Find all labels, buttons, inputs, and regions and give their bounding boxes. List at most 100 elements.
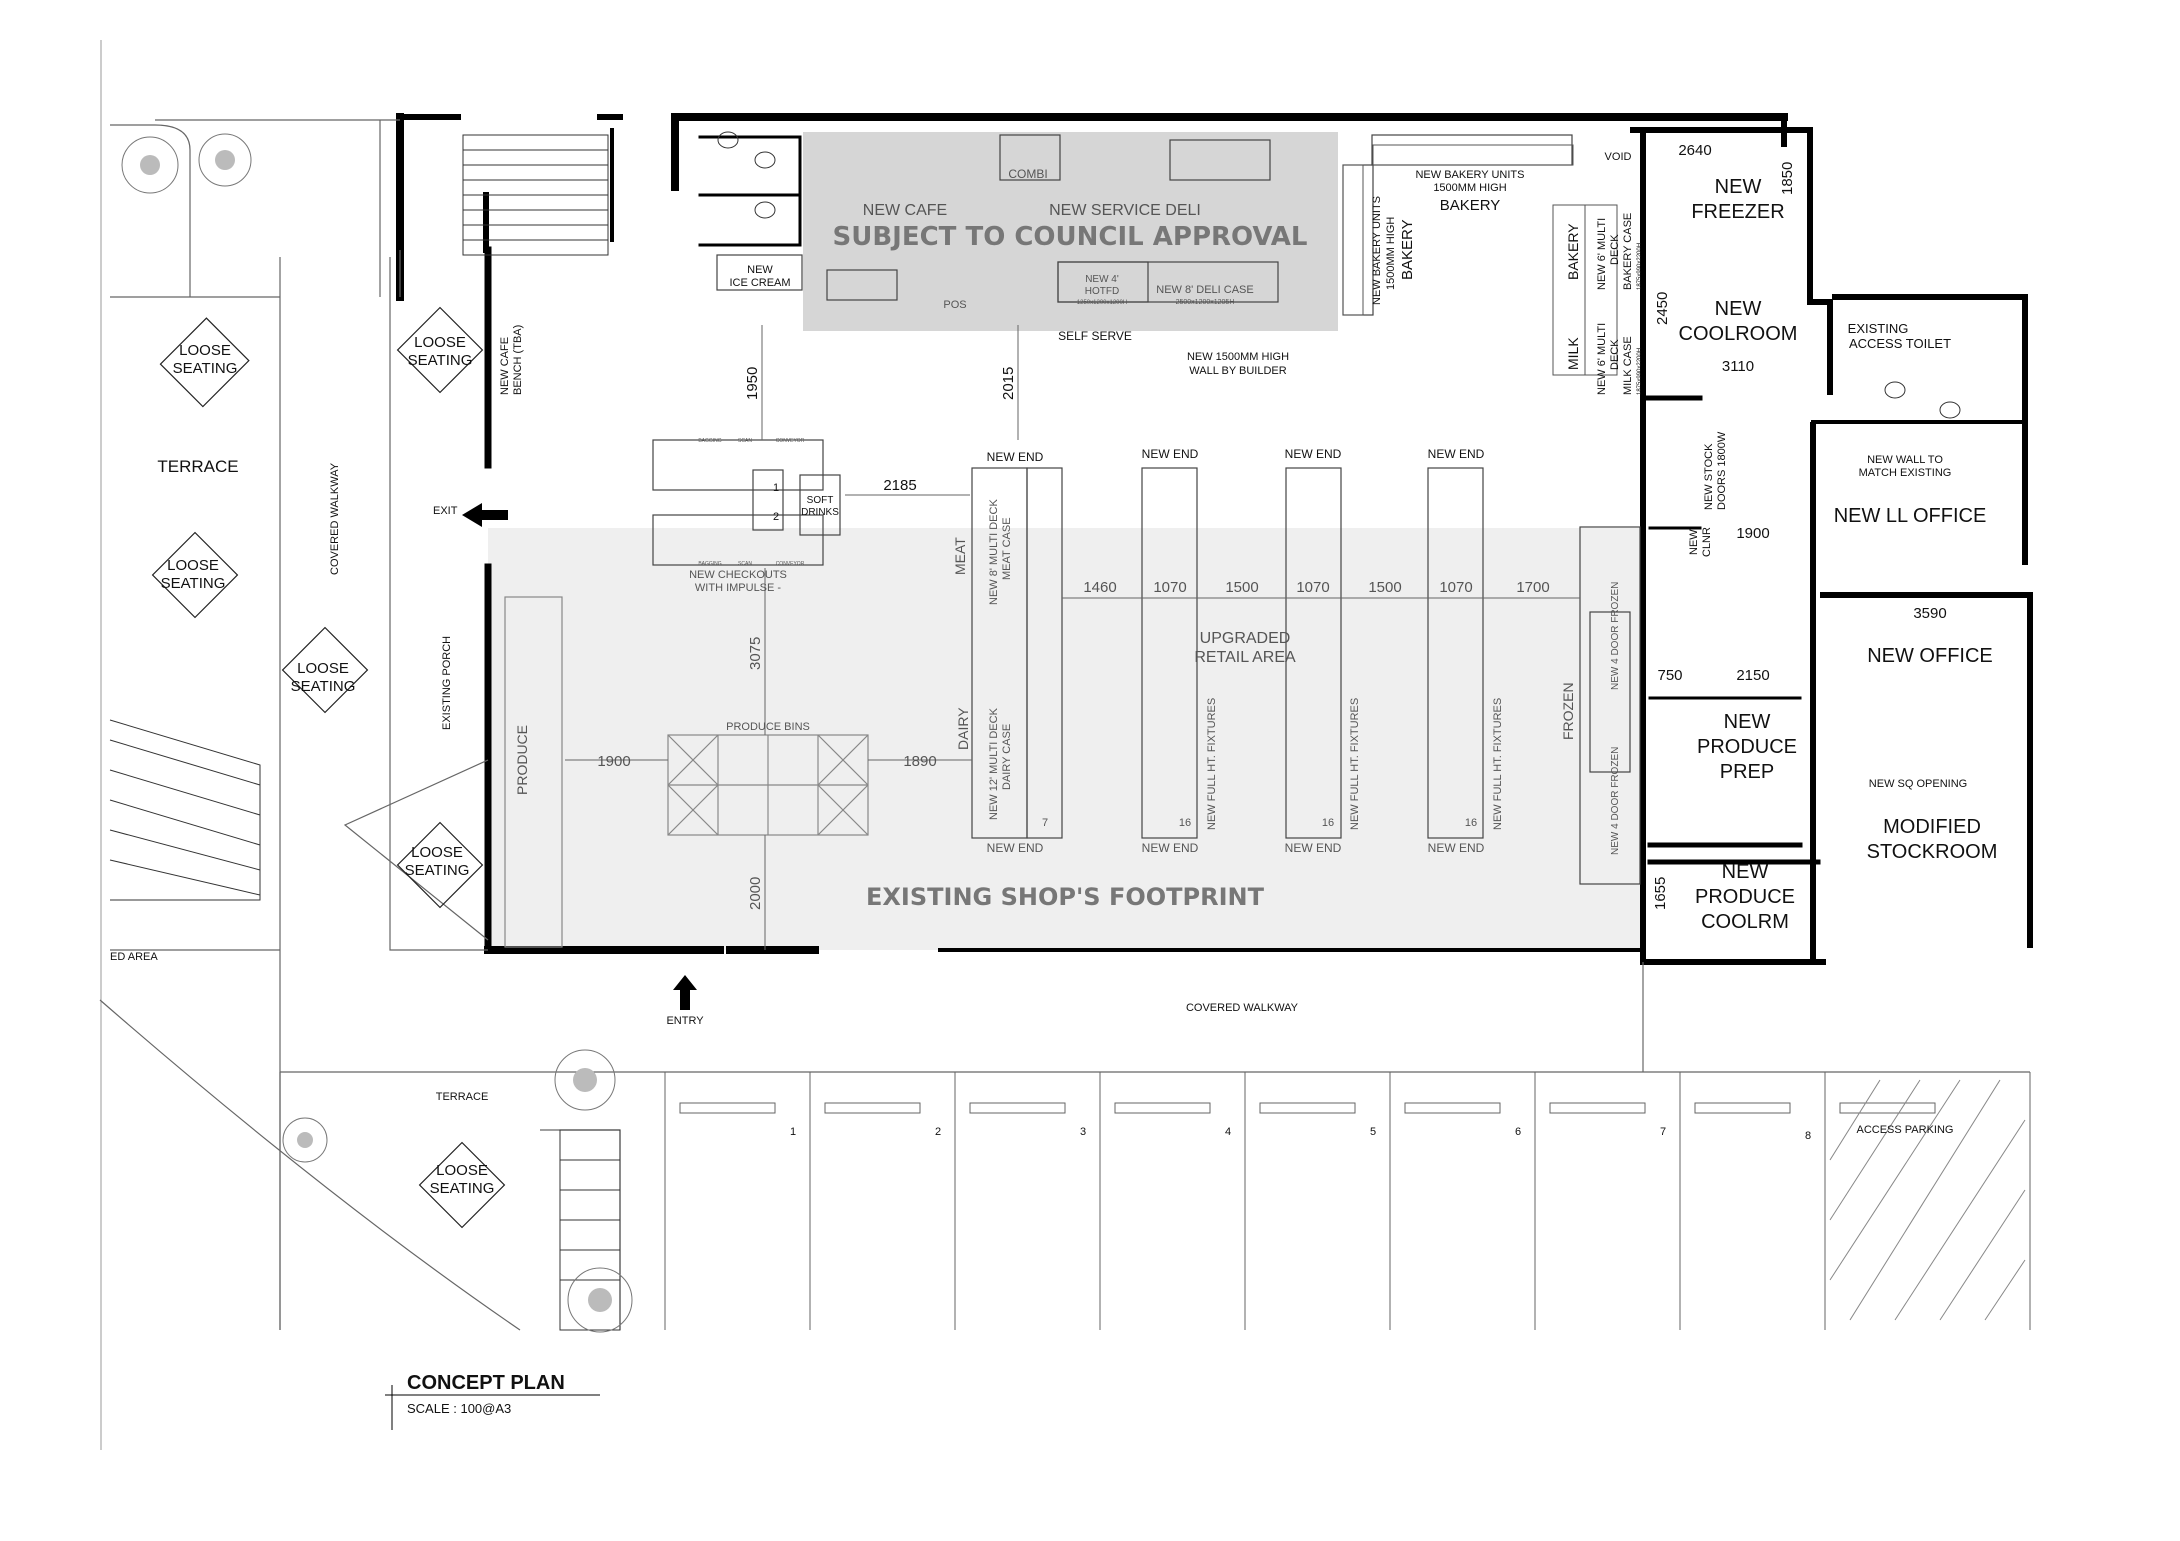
stock-doors-2: DOORS 1800W <box>1716 431 1728 510</box>
dim-1950: 1950 <box>744 367 761 400</box>
void-label: VOID <box>1605 151 1632 163</box>
upgraded-label-1: UPGRADED <box>1200 630 1291 647</box>
dim-1700: 1700 <box>1516 579 1549 596</box>
drawing-title: CONCEPT PLAN <box>407 1372 565 1394</box>
bay-6: 6 <box>1515 1126 1521 1138</box>
loose-2b: SEATING <box>161 575 226 592</box>
stairs <box>109 134 621 1331</box>
produce-bins <box>504 596 869 948</box>
prep-3: PREP <box>1720 761 1774 783</box>
frozen-door-2: NEW 4 DOOR FROZEN <box>1610 747 1621 855</box>
end-top-2: NEW END <box>1142 447 1199 461</box>
access-parking: ACCESS PARKING <box>1857 1124 1954 1136</box>
loose-6b: SEATING <box>430 1180 495 1197</box>
existing-porch: EXISTING PORCH <box>441 636 453 730</box>
loose-1b: SEATING <box>173 360 238 377</box>
dairy-case-1: NEW 12' MULTI DECK <box>988 707 1000 820</box>
bay-7: 7 <box>1660 1126 1666 1138</box>
new-office-label: NEW OFFICE <box>1867 645 1993 667</box>
bay-3: 3 <box>1080 1126 1086 1138</box>
new-wall-2: MATCH EXISTING <box>1859 467 1952 479</box>
toilet-2: ACCESS TOILET <box>1849 336 1951 351</box>
trees <box>121 133 633 1333</box>
loose-6a: LOOSE <box>436 1162 488 1179</box>
toilet-1: EXISTING <box>1848 321 1909 336</box>
area-fragment: ED AREA <box>110 951 158 963</box>
hotfd-3: 1250x1200x1200H <box>1077 300 1127 306</box>
exit-arrow-icon <box>462 503 508 527</box>
dim-1500b: 1500 <box>1368 579 1401 596</box>
dim-1850: 1850 <box>1779 162 1796 195</box>
produce-cool-3: COOLRM <box>1701 911 1789 933</box>
scan-2: SCAN <box>738 561 752 567</box>
dim-1070b: 1070 <box>1296 579 1329 596</box>
cafe-bench-1: NEW CAFE <box>499 337 511 395</box>
bakery-side-2: 1500MM HIGH <box>1385 217 1397 290</box>
combi-label: COMBI <box>1008 167 1047 181</box>
cafe-bench-2: BENCH (TBA) <box>512 325 524 395</box>
ice-cream-1: NEW <box>747 264 773 276</box>
coolroom-1: NEW <box>1715 298 1762 320</box>
loose-3b: SEATING <box>291 678 356 695</box>
bakery-top-1: NEW BAKERY UNITS <box>1415 169 1524 181</box>
bakery-side-1: NEW BAKERY UNITS <box>1371 196 1383 305</box>
bakery-case-4: 1875x990x2200H <box>1637 243 1643 290</box>
parking <box>664 1072 2031 1330</box>
milk-case-1: NEW 6' MULTI <box>1596 323 1608 395</box>
dim-1900r: 1900 <box>1736 525 1769 542</box>
dim-2640: 2640 <box>1678 142 1711 159</box>
dim-1900p: 1900 <box>597 753 630 770</box>
bakery-case-2: DECK <box>1609 234 1621 265</box>
loose-4b: SEATING <box>408 352 473 369</box>
produce-cool-2: PRODUCE <box>1695 886 1795 908</box>
count-16b: 16 <box>1322 817 1334 829</box>
prep-1: NEW <box>1724 711 1771 733</box>
tree-fill <box>140 150 612 1312</box>
count-7: 7 <box>1042 817 1048 829</box>
frozen-door-1: NEW 4 DOOR FROZEN <box>1610 582 1621 690</box>
conveyor-1: CONVEYOR <box>776 438 805 444</box>
dim-1460: 1460 <box>1083 579 1116 596</box>
entry-arrow-icon <box>673 975 697 1010</box>
dim-2015: 2015 <box>1000 367 1017 400</box>
entry-label: ENTRY <box>666 1015 704 1027</box>
ice-cream-2: ICE CREAM <box>729 277 790 289</box>
dim-1070c: 1070 <box>1439 579 1472 596</box>
produce-cool-1: NEW <box>1722 861 1769 883</box>
bagging-2: BAGGING <box>698 561 721 567</box>
dim-2185: 2185 <box>883 477 916 494</box>
gondolas <box>971 467 1641 885</box>
stockroom-2: STOCKROOM <box>1867 841 1998 863</box>
loose-5a: LOOSE <box>411 844 463 861</box>
milk-case-3: MILK CASE <box>1622 336 1634 395</box>
end-bottom-2: NEW END <box>1142 841 1199 855</box>
seating-tables <box>151 306 506 1229</box>
hotfd-2: HOTFD <box>1085 286 1119 297</box>
end-top-3: NEW END <box>1285 447 1342 461</box>
conveyor-2: CONVEYOR <box>776 561 805 567</box>
end-bottom-1: NEW END <box>987 841 1044 855</box>
bay-8: 8 <box>1805 1130 1811 1142</box>
dim-2450: 2450 <box>1654 292 1671 325</box>
exit-label: EXIT <box>433 505 458 517</box>
self-serve-label: SELF SERVE <box>1058 329 1132 343</box>
loose-5b: SEATING <box>405 862 470 879</box>
count-16c: 16 <box>1465 817 1477 829</box>
terrace-bottom-label: TERRACE <box>436 1091 489 1103</box>
wall-note-2: WALL BY BUILDER <box>1189 365 1286 377</box>
dim-1655: 1655 <box>1652 877 1669 910</box>
meat-case-1: NEW 8' MULTI DECK <box>988 499 1000 605</box>
checkouts-2: WITH IMPULSE - <box>695 582 782 594</box>
bay-5: 5 <box>1370 1126 1376 1138</box>
end-bottom-4: NEW END <box>1428 841 1485 855</box>
milk-case-2: DECK <box>1609 339 1621 370</box>
loose-4a: LOOSE <box>414 334 466 351</box>
soft-drinks-1: SOFT <box>807 495 834 506</box>
bay-2: 2 <box>935 1126 941 1138</box>
stock-doors-1: NEW STOCK <box>1703 443 1715 510</box>
cafe-label: NEW CAFE <box>863 202 947 219</box>
footprint-label: EXISTING SHOP'S FOOTPRINT <box>866 883 1265 911</box>
freezer-1: NEW <box>1715 176 1762 198</box>
bakery-top-3: BAKERY <box>1440 197 1501 214</box>
